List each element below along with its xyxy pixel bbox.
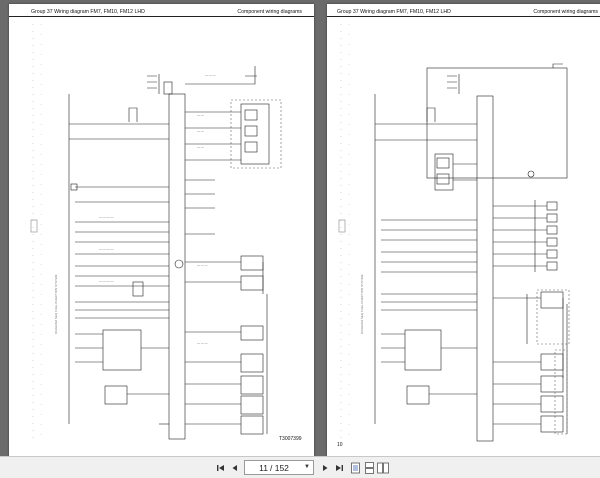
single-page-view-button[interactable] xyxy=(348,461,362,475)
svg-text:— — — —: — — — — xyxy=(99,215,114,219)
first-page-icon xyxy=(217,465,224,471)
svg-text:DIAGRAM SEQ FUEL INJECTION SYS: DIAGRAM SEQ FUEL INJECTION SYSTEM xyxy=(360,274,364,334)
facing-pages-icon xyxy=(377,462,389,474)
facing-pages-button[interactable] xyxy=(376,461,390,475)
page-number: 10 xyxy=(337,442,343,448)
wiring-diagram-left: — — — — — — — — — — — — — — — — — — — — … xyxy=(30,24,282,444)
header-title: Group 37 Wiring diagram FM7, FM10, FM12 … xyxy=(31,9,145,15)
svg-text:— — —: — — — xyxy=(197,263,208,267)
page-footer-code: T3007399 xyxy=(279,436,302,442)
total-pages: / 152 xyxy=(270,462,289,473)
current-page[interactable]: 11 xyxy=(259,462,268,473)
first-page-button[interactable] xyxy=(214,461,228,475)
continuous-view-button[interactable] xyxy=(362,461,376,475)
wiring-diagram-right: DIAGRAM SEQ FUEL INJECTION SYSTEM xyxy=(338,24,570,444)
svg-text:— —: — — xyxy=(197,113,204,117)
svg-text:— —: — — xyxy=(197,145,204,149)
last-page-button[interactable] xyxy=(332,461,346,475)
next-page-button[interactable] xyxy=(318,461,332,475)
continuous-view-icon xyxy=(364,462,374,474)
document-page-left: Group 37 Wiring diagram FM7, FM10, FM12 … xyxy=(9,4,314,456)
svg-text:— — —: — — — xyxy=(197,341,208,345)
single-page-view-icon xyxy=(350,462,360,474)
svg-text:— — —: — — — xyxy=(205,73,216,77)
chevron-down-icon[interactable]: ▼ xyxy=(304,464,310,470)
svg-text:— — — —: — — — — xyxy=(99,279,114,283)
navigation-toolbar: 11 / 152 ▼ xyxy=(0,456,600,478)
header-section: Component wiring diagrams xyxy=(533,9,598,15)
svg-text:— —: — — xyxy=(197,129,204,133)
page-header: Group 37 Wiring diagram FM7, FM10, FM12 … xyxy=(9,7,314,17)
previous-page-icon xyxy=(232,465,237,471)
svg-text:DIAGRAM SEQ FUEL INJECTION SYS: DIAGRAM SEQ FUEL INJECTION SYSTEM xyxy=(54,274,58,334)
document-page-right: Group 37 Wiring diagram FM7, FM10, FM12 … xyxy=(327,4,600,456)
document-viewer[interactable]: Group 37 Wiring diagram FM7, FM10, FM12 … xyxy=(0,0,600,456)
header-section: Component wiring diagrams xyxy=(237,9,302,15)
page-number-input[interactable]: 11 / 152 ▼ xyxy=(244,460,314,475)
page-header: Group 37 Wiring diagram FM7, FM10, FM12 … xyxy=(327,7,600,17)
last-page-icon xyxy=(336,465,343,471)
svg-text:— — — —: — — — — xyxy=(99,247,114,251)
previous-page-button[interactable] xyxy=(228,461,242,475)
next-page-icon xyxy=(323,465,328,471)
header-title: Group 37 Wiring diagram FM7, FM10, FM12 … xyxy=(337,9,451,15)
